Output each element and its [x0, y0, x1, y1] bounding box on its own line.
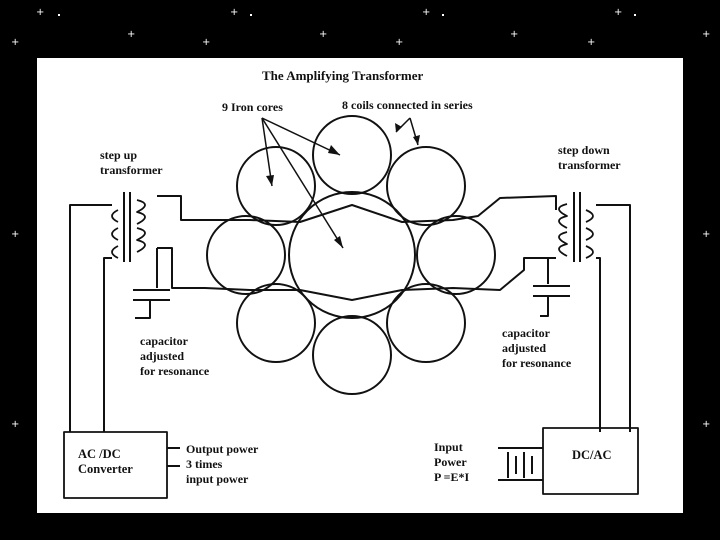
- label-coils-series: 8 coils connected in series: [342, 98, 473, 112]
- arrowhead-icon: [266, 175, 274, 186]
- label-capacitor-left-line: adjusted: [140, 349, 185, 363]
- arrow-iron-cores-to-upper-left: [261, 117, 273, 187]
- label-capacitor-right-line: adjusted: [502, 341, 547, 355]
- label-input-power-line: Power: [434, 455, 467, 469]
- dot-decoration: [442, 14, 444, 16]
- iron-core-central: [288, 191, 416, 319]
- arrow-iron-cores-to-central: [261, 117, 344, 249]
- label-output-power: Output power 3 times input power: [186, 442, 258, 487]
- arrowhead-icon: [413, 135, 420, 145]
- step-down-secondary-winding: [585, 209, 594, 259]
- wire-capacitor-right-lower: [540, 296, 549, 317]
- label-capacitor-left-line: for resonance: [140, 364, 210, 378]
- label-input-power-line: P =E*I: [434, 470, 470, 484]
- star-decoration: +: [230, 7, 239, 18]
- label-step-down-line: step down: [558, 143, 610, 157]
- star-decoration: +: [319, 29, 328, 40]
- star-decoration: +: [202, 37, 211, 48]
- iron-core-coil-upper-right: [386, 146, 466, 226]
- label-step-up-line: transformer: [100, 163, 163, 177]
- label-capacitor-right-line: capacitor: [502, 326, 550, 340]
- star-decoration: +: [36, 7, 45, 18]
- label-acdc-line: Converter: [78, 462, 133, 476]
- label-input-power: Input Power P =E*I: [434, 440, 469, 485]
- iron-core-coil-top: [312, 115, 392, 195]
- label-step-down: step down transformer: [558, 143, 621, 173]
- wire-capacitor-left-lower: [135, 300, 151, 319]
- dot-decoration: [250, 14, 252, 16]
- star-decoration: +: [587, 37, 596, 48]
- star-decoration: +: [422, 7, 431, 18]
- wire-left-inner: [103, 257, 112, 432]
- label-step-up-line: step up: [100, 148, 138, 162]
- dcac-converter-box: [542, 427, 639, 495]
- label-step-up: step up transformer: [100, 148, 163, 178]
- step-down-primary-winding: [558, 203, 568, 257]
- diagram-title: The Amplifying Transformer: [262, 68, 424, 83]
- series-wire-top: [157, 195, 557, 223]
- label-input-power-line: Input: [434, 440, 463, 454]
- star-decoration: +: [510, 29, 519, 40]
- arrowhead-icon: [334, 236, 343, 248]
- label-step-down-line: transformer: [558, 158, 621, 172]
- label-output-power-line: Output power: [186, 442, 259, 456]
- wire-right-inner: [596, 257, 601, 432]
- wire-right-outer: [596, 204, 631, 432]
- iron-core-coil-right: [416, 215, 496, 295]
- star-decoration: +: [614, 7, 623, 18]
- iron-core-coil-bottom: [312, 315, 392, 395]
- series-wire-bottom: [157, 247, 556, 301]
- label-acdc-line: AC /DC: [78, 447, 121, 461]
- arrowhead-icon: [328, 145, 340, 155]
- iron-core-coil-lower-right: [386, 283, 466, 363]
- star-decoration: +: [702, 229, 711, 240]
- star-decoration: +: [127, 29, 136, 40]
- dot-decoration: [634, 14, 636, 16]
- diagram-paper: [37, 58, 683, 513]
- wire-left-outer: [69, 204, 112, 432]
- label-capacitor-right: capacitor adjusted for resonance: [502, 326, 571, 371]
- star-decoration: +: [11, 37, 20, 48]
- iron-core-coil-upper-left: [236, 146, 316, 226]
- label-dcac-converter: DC/AC: [572, 448, 612, 462]
- label-iron-cores: 9 Iron cores: [222, 100, 283, 114]
- iron-core-coil-left: [206, 215, 286, 295]
- step-up-secondary-winding: [136, 199, 146, 253]
- label-output-power-line: input power: [186, 472, 249, 486]
- label-output-power-line: 3 times: [186, 457, 223, 471]
- arrowhead-icon: [395, 123, 402, 132]
- star-decoration: +: [702, 419, 711, 430]
- star-decoration: +: [11, 419, 20, 430]
- star-decoration: +: [702, 29, 711, 40]
- label-capacitor-right-line: for resonance: [502, 356, 572, 370]
- arrow-iron-cores-to-top: [261, 117, 341, 156]
- label-capacitor-left: capacitor adjusted for resonance: [140, 334, 209, 379]
- star-decoration: +: [11, 229, 20, 240]
- dot-decoration: [58, 14, 60, 16]
- label-capacitor-left-line: capacitor: [140, 334, 188, 348]
- step-up-primary-winding: [111, 209, 119, 259]
- star-decoration: +: [395, 37, 404, 48]
- label-acdc-converter: AC /DC Converter: [78, 447, 133, 477]
- iron-core-coil-lower-left: [236, 283, 316, 363]
